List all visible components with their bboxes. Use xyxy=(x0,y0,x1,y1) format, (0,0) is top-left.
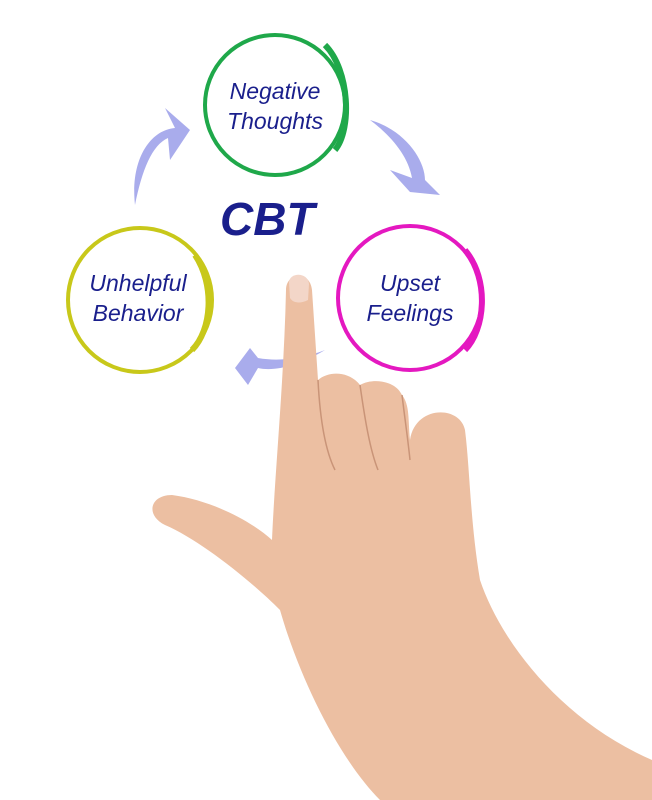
node-unhelpful-behavior: Unhelpful Behavior xyxy=(63,268,213,328)
node-label-line1: Negative xyxy=(229,78,321,104)
node-label-line1: Upset xyxy=(379,270,441,296)
node-label-line2: Behavior xyxy=(92,300,184,326)
node-label-line1: Unhelpful xyxy=(89,270,187,296)
node-label-line2: Thoughts xyxy=(227,108,323,134)
circle-stroke-accent xyxy=(322,42,350,152)
node-negative-thoughts: Negative Thoughts xyxy=(200,76,350,136)
circle-unhelpful-behavior xyxy=(66,226,214,374)
node-label-line2: Feelings xyxy=(366,300,454,326)
diagram-title: CBT xyxy=(220,193,315,245)
arrow-behavior-to-thoughts xyxy=(134,108,190,205)
circle-stroke-accent xyxy=(189,253,212,353)
arrow-thoughts-to-feelings xyxy=(370,120,440,195)
circle-stroke-accent xyxy=(462,248,485,353)
node-upset-feelings: Upset Feelings xyxy=(335,268,485,328)
pointing-hand xyxy=(152,274,652,800)
